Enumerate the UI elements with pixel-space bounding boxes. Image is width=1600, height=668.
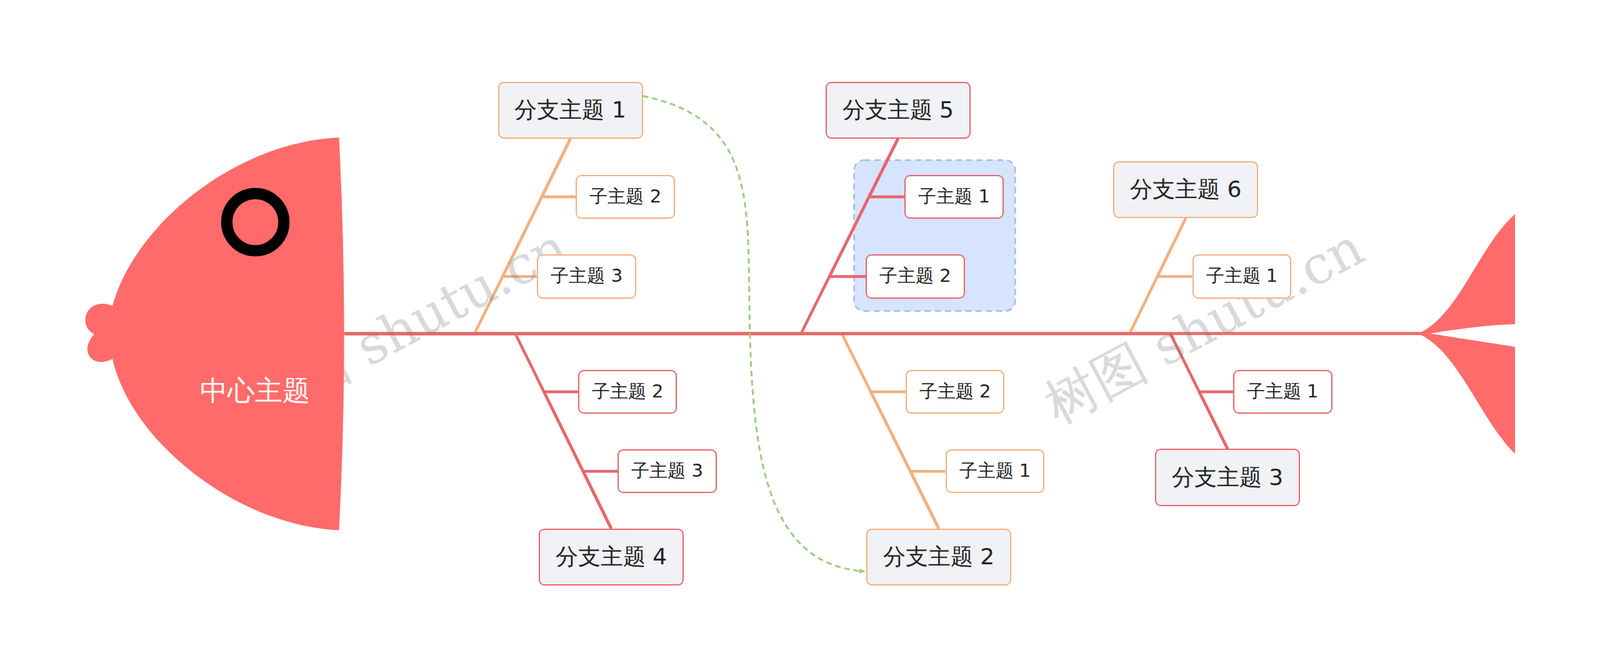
branch-box: 分支主题 3 bbox=[1155, 448, 1300, 506]
branch-box: 分支主题 1 bbox=[498, 81, 644, 139]
topic-text: 子主题 3 bbox=[631, 458, 704, 484]
subtopic-box: 子主题 2 bbox=[575, 175, 675, 219]
subtopic-box: 子主题 2 bbox=[578, 370, 678, 414]
center-topic: 中心主题 bbox=[200, 372, 310, 410]
branch-box: 分支主题 6 bbox=[1113, 161, 1259, 219]
topic-text: 子主题 1 bbox=[1246, 379, 1319, 405]
topic-text: 子主题 1 bbox=[1206, 263, 1279, 289]
subtopic-tick bbox=[1157, 218, 1193, 277]
summary-group bbox=[853, 160, 1015, 312]
topic-text: 子主题 1 bbox=[959, 458, 1032, 484]
subtopic-box: 子主题 2 bbox=[865, 254, 965, 299]
subtopic-box: 子主题 2 bbox=[905, 370, 1005, 414]
topic-text: 分支主题 2 bbox=[883, 541, 995, 573]
branch-box: 分支主题 4 bbox=[538, 528, 684, 586]
topic-text: 分支主题 1 bbox=[514, 95, 626, 126]
topic-text: 子主题 1 bbox=[918, 184, 990, 210]
topic-text: 子主题 3 bbox=[550, 263, 623, 289]
subtopic-tick bbox=[910, 471, 946, 529]
topic-text: 子主题 2 bbox=[919, 379, 992, 405]
topic-text: 分支主题 4 bbox=[555, 541, 667, 573]
fishbone-branch-line bbox=[345, 333, 939, 529]
topic-text: 子主题 2 bbox=[591, 379, 664, 405]
branch-box: 分支主题 5 bbox=[825, 81, 971, 139]
subtopic-box: 子主题 1 bbox=[1192, 254, 1292, 299]
subtopic-box: 子主题 3 bbox=[617, 449, 717, 494]
topic-text: 子主题 2 bbox=[879, 263, 952, 289]
subtopic-tick bbox=[1199, 391, 1234, 449]
subtopic-box: 子主题 1 bbox=[945, 449, 1045, 494]
subtopic-box: 子主题 1 bbox=[904, 175, 1004, 219]
subtopic-box: 子主题 3 bbox=[536, 254, 637, 299]
relation-arrow bbox=[643, 95, 865, 572]
topic-text: 分支主题 6 bbox=[1130, 174, 1242, 205]
fish-head-shape bbox=[81, 137, 350, 536]
fish-tail bbox=[1418, 214, 1515, 455]
subtopic-box: 子主题 1 bbox=[1233, 370, 1333, 414]
topic-text: 分支主题 5 bbox=[842, 95, 954, 126]
topic-text: 子主题 2 bbox=[589, 184, 662, 210]
branch-box: 分支主题 2 bbox=[866, 528, 1012, 586]
subtopic-tick bbox=[583, 471, 618, 529]
topic-text: 分支主题 3 bbox=[1171, 462, 1284, 494]
fish-head: 中心主题 bbox=[81, 137, 350, 536]
